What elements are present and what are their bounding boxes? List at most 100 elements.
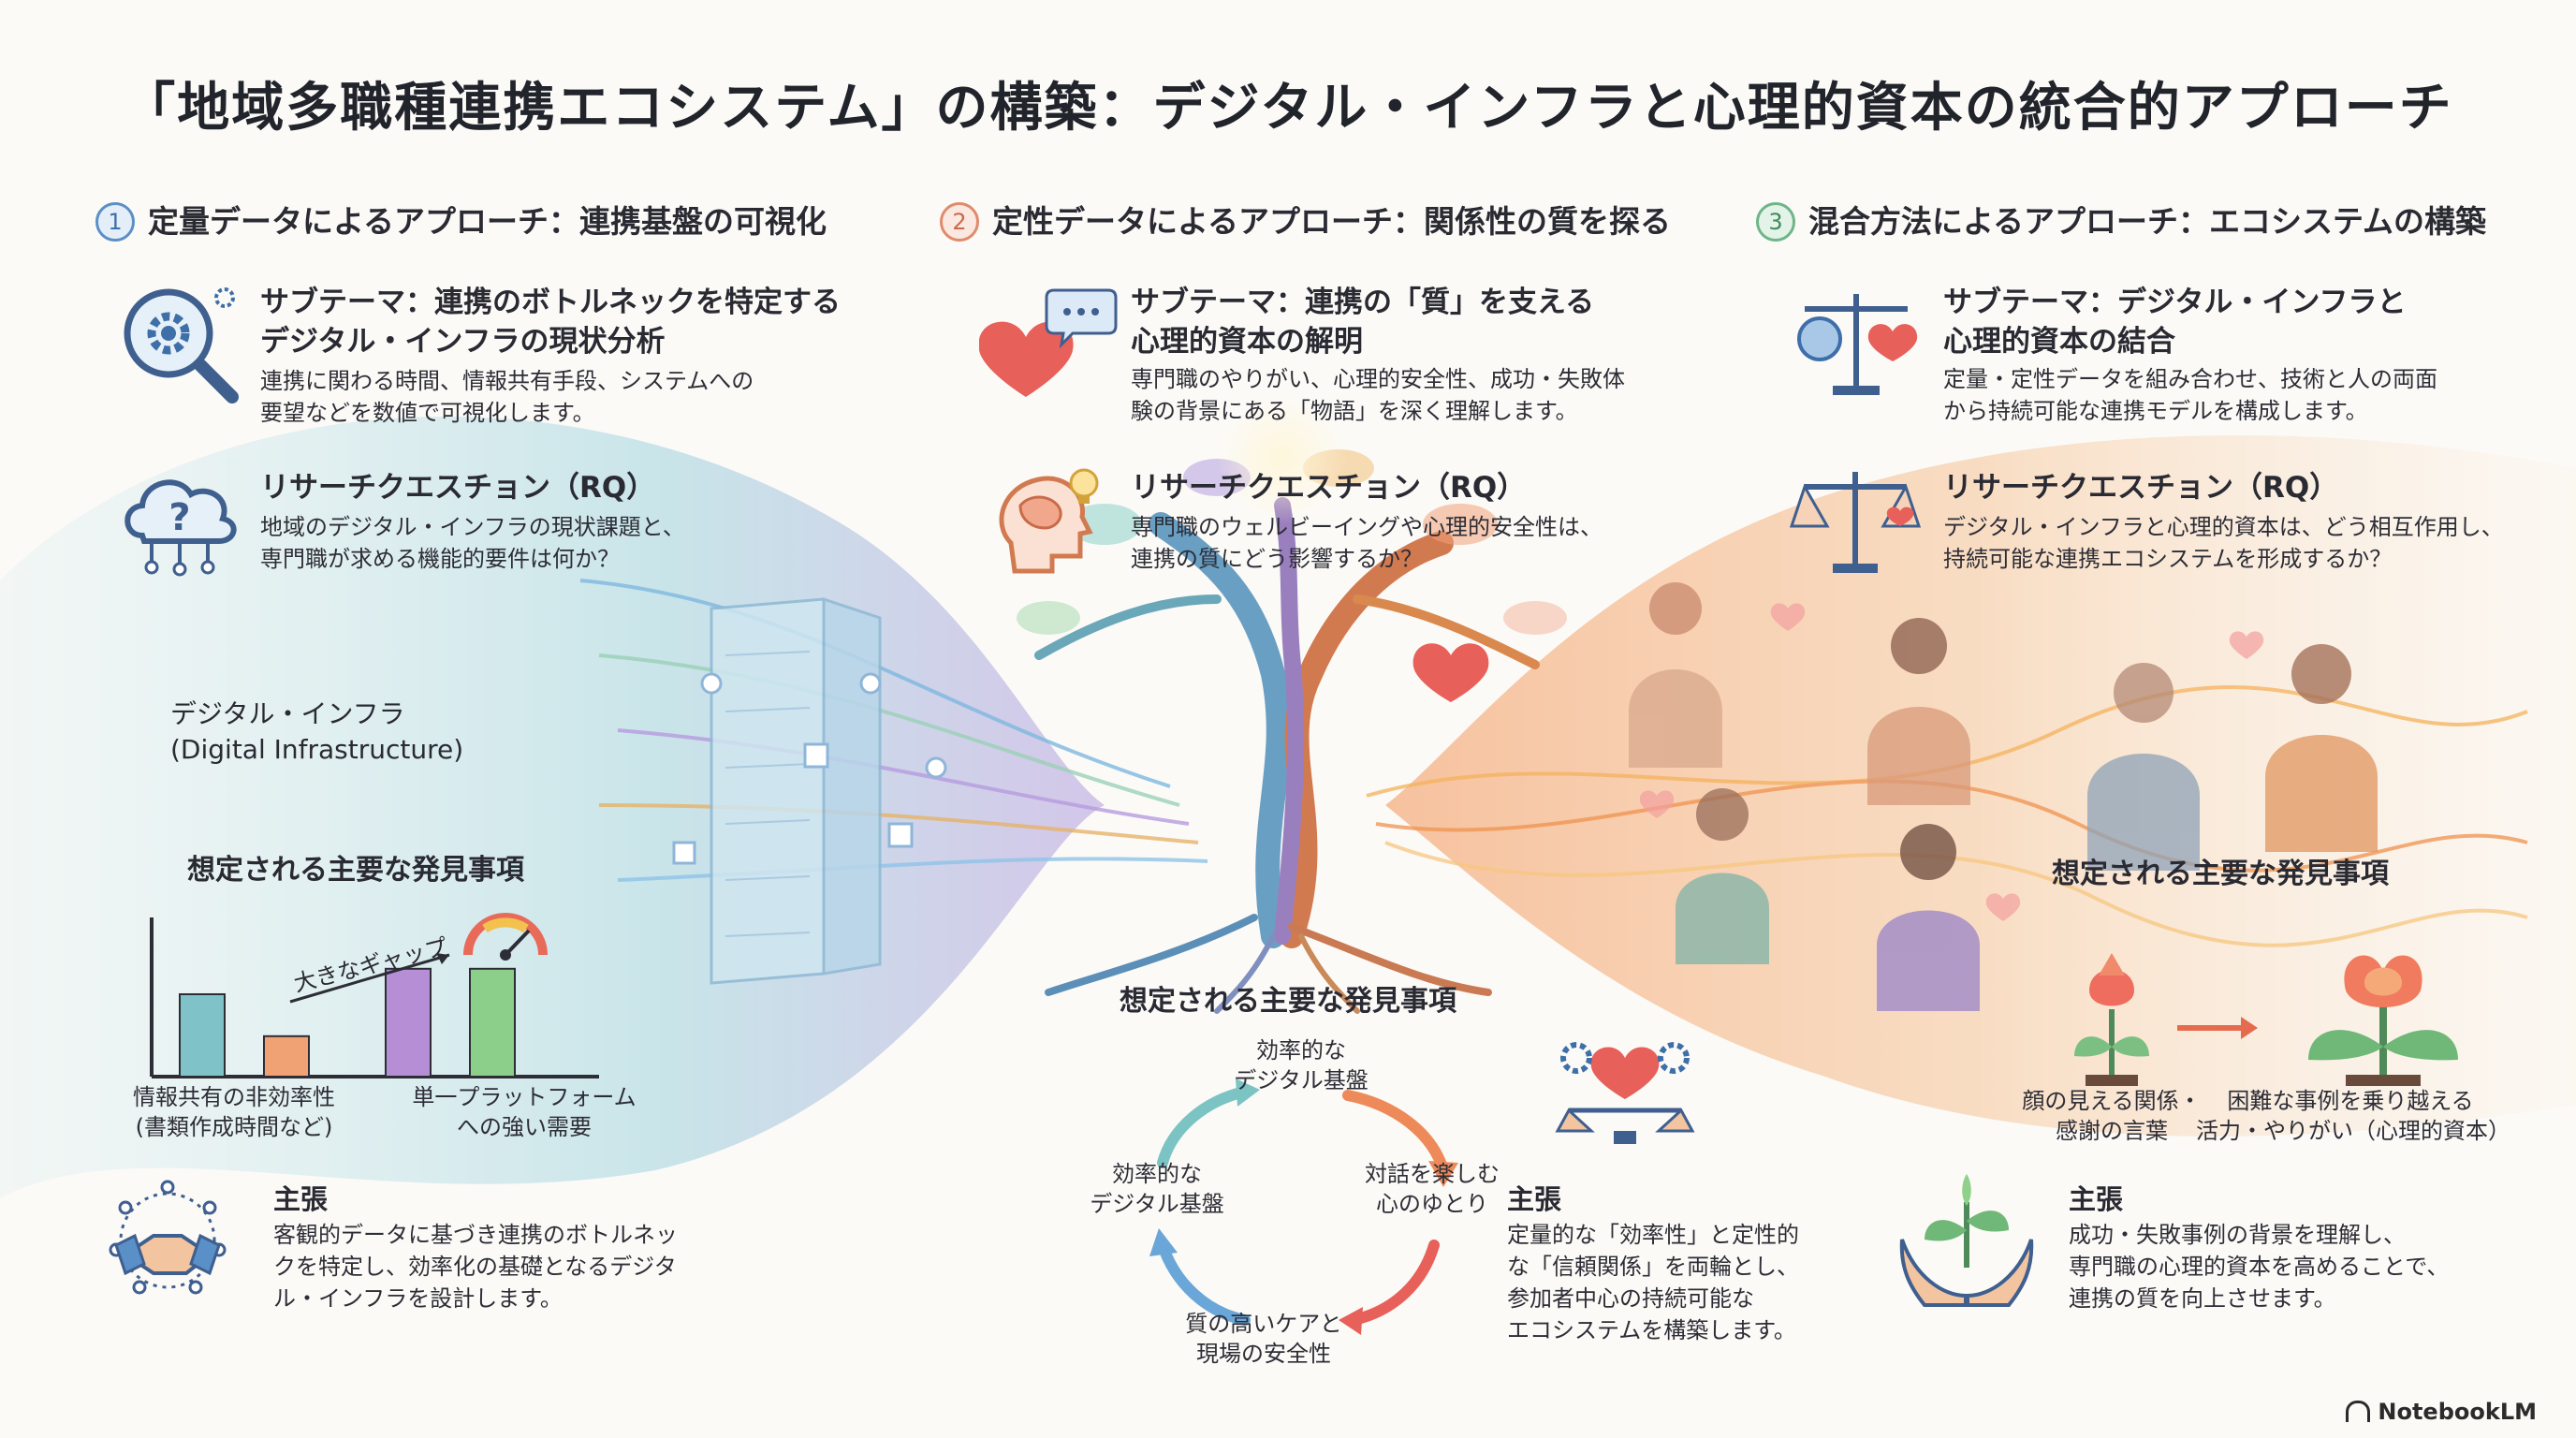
claim-line: 定量的な「効率性」と定性的 [1507, 1222, 1799, 1248]
section-2-rq-line: 専門職のウェルビーイングや心理的安全性は、 [1131, 514, 1603, 540]
cycle-arrow-head [1236, 1078, 1260, 1107]
gap-bar-chart [150, 913, 599, 1078]
section-1-claim-heading: 主張 [273, 1183, 329, 1215]
cycle-node-left: 効率的な デジタル基盤 [1054, 1159, 1260, 1219]
cycle-node-line: 現場の安全性 [1196, 1341, 1331, 1367]
cycle-node-line: 心のゆとり [1376, 1191, 1488, 1217]
section-1-rq-heading: リサーチクエスチョン（RQ） [260, 471, 656, 505]
cycle-diagram [1149, 1078, 1458, 1335]
section-2-body-line: 験の背景にある「物語」を深く理解します。 [1131, 398, 1578, 424]
section-3-rq-heading: リサーチクエスチョン（RQ） [1943, 471, 2339, 505]
bar-caption-line: (書類作成時間など) [135, 1114, 333, 1140]
section-2-rq-body: 専門職のウェルビーイングや心理的安全性は、 連携の質にどう影響するか？ [1131, 511, 1603, 575]
cloud-question-icon: ? [124, 479, 237, 577]
section-3-rq-line: デジタル・インフラと心理的資本は、どう相互作用し、 [1943, 514, 2504, 540]
section-3-rq-line: 持続可能な連携エコシステムを形成するか？ [1943, 546, 2393, 572]
bar-caption-line: 単一プラットフォーム [412, 1084, 637, 1110]
section-3-subtheme: サブテーマ：デジタル・インフラと 心理的資本の結合 [1943, 283, 2406, 361]
claim-line: な「信頼関係」を両輪とし、 [1507, 1254, 1799, 1280]
section-1-number: 1 [95, 202, 135, 242]
bar-0 [179, 993, 226, 1078]
balance-brain-heart-icon [1797, 294, 1918, 395]
section-2-claim-body: 定量的な「効率性」と定性的 な「信頼関係」を両輪とし、 参加者中心の持続可能な … [1507, 1219, 1799, 1346]
balance-heart-gears-icon [1555, 1042, 1695, 1144]
flower-growth-illustration [2074, 953, 2458, 1086]
hands-plant-icon [1899, 1174, 2034, 1307]
cycle-node-line: デジタル基盤 [1090, 1191, 1224, 1217]
section-2-heading-text: 定性データによるアプローチ：関係性の質を探る [992, 203, 1672, 240]
section-3-rq-body: デジタル・インフラと心理的資本は、どう相互作用し、 持続可能な連携エコシステムを… [1943, 511, 2504, 575]
balance-heart-icon [1790, 472, 1921, 573]
section-3-heading: 3 混合方法によるアプローチ：エコシステムの構築 [1756, 197, 2486, 242]
flower-caption-line: 感謝の言葉 [2056, 1118, 2168, 1144]
section-2-subtheme: サブテーマ：連携の「質」を支える 心理的資本の解明 [1131, 283, 1594, 361]
cycle-arrow-head [1149, 1228, 1178, 1256]
section-1-rq-line: 地域のデジタル・インフラの現状課題と、 [260, 514, 685, 540]
flower-caption-left: 顔の見える関係・ 感謝の言葉 [1990, 1086, 2233, 1146]
section-3-claim-body: 成功・失敗事例の背景を理解し、 専門職の心理的資本を高めることで、 連携の質を向… [2069, 1219, 2449, 1314]
claim-line: 参加者中心の持続可能な [1507, 1285, 1754, 1312]
bar-caption-line: 情報共有の非効率性 [133, 1084, 335, 1110]
gauge-icon [463, 913, 548, 961]
page-title: 「地域多職種連携エコシステム」の構築：デジタル・インフラと心理的資本の統合的アプ… [123, 78, 2453, 139]
section-2-body-line: 専門職のやりがい、心理的安全性、成功・失敗体 [1131, 366, 1625, 392]
small-flower-icon [2074, 953, 2149, 1086]
cycle-arrow-bottom-right [1348, 1240, 1440, 1326]
claim-line: クを特定し、効率化の基礎となるデジタ [273, 1254, 677, 1280]
magnifier-gear-icon [124, 287, 239, 404]
notebooklm-logo: NotebookLM [2346, 1399, 2537, 1425]
section-2-number: 2 [940, 202, 979, 242]
cycle-node-top: 効率的な デジタル基盤 [1198, 1035, 1404, 1095]
section-3-body-line: 定量・定性データを組み合わせ、技術と人の両面 [1943, 366, 2437, 392]
bar-caption-right: 単一プラットフォーム への強い需要 [393, 1082, 655, 1142]
cycle-node-bottom: 質の高いケアと 現場の安全性 [1161, 1309, 1367, 1369]
section-3-subtheme-line: サブテーマ：デジタル・インフラと [1943, 286, 2407, 319]
cycle-node-line: 効率的な [1112, 1161, 1202, 1187]
heart-chat-icon [979, 288, 1118, 397]
bar-2 [385, 967, 432, 1078]
cycle-arrow-top-left [1157, 1086, 1251, 1168]
section-1-body-line: 要望などを数値で可視化します。 [260, 400, 595, 426]
claim-line: 連携の質を向上させます。 [2069, 1285, 2336, 1312]
brand-text: NotebookLM [2378, 1399, 2537, 1425]
section-3-claim-heading: 主張 [2069, 1183, 2124, 1215]
flower-caption-line: 顔の見える関係・ [2022, 1088, 2202, 1114]
cycle-arrow-head [1339, 1307, 1363, 1335]
section-1-body-line: 連携に関わる時間、情報共有手段、システムへの [260, 368, 754, 394]
cycle-node-right: 対話を楽しむ 心のゆとり [1329, 1159, 1535, 1219]
bar-3 [469, 967, 516, 1078]
section-1-subtheme-body: 連携に関わる時間、情報共有手段、システムへの 要望などを数値で可視化します。 [260, 365, 754, 429]
svg-text:?: ? [168, 496, 190, 539]
brain-bulb-icon [999, 468, 1099, 574]
section-2-claim-heading: 主張 [1507, 1183, 1562, 1215]
cycle-node-line: 対話を楽しむ [1365, 1161, 1500, 1187]
infra-label-line: (Digital Infrastructure) [170, 734, 464, 765]
section-2-findings-heading: 想定される主要な発見事項 [1120, 985, 1456, 1018]
section-3-number: 3 [1756, 202, 1795, 242]
section-1-subtheme: サブテーマ：連携のボトルネックを特定する デジタル・インフラの現状分析 [260, 283, 841, 361]
section-1-findings-heading: 想定される主要な発見事項 [187, 854, 524, 887]
cycle-arrow-bottom-left [1157, 1240, 1251, 1326]
section-1-heading: 1 定量データによるアプローチ：連携基盤の可視化 [95, 197, 827, 242]
section-2-subtheme-line: サブテーマ：連携の「質」を支える [1131, 286, 1595, 319]
section-2-subtheme-body: 専門職のやりがい、心理的安全性、成功・失敗体 験の背景にある「物語」を深く理解し… [1131, 363, 1625, 427]
section-1-rq-line: 専門職が求める機能的要件は何か？ [260, 546, 620, 572]
section-3-body-line: から持続可能な連携モデルを構成します。 [1943, 398, 2368, 424]
claim-line: エコシステムを構築します。 [1507, 1317, 1796, 1343]
cycle-node-line: デジタル基盤 [1234, 1067, 1368, 1093]
gap-arrow-head [436, 953, 449, 964]
growth-arrow [2177, 1017, 2258, 1039]
cycle-arrow-head [1428, 1161, 1458, 1187]
section-2-subtheme-line: 心理的資本の解明 [1131, 325, 1363, 359]
section-3-findings-heading: 想定される主要な発見事項 [2052, 858, 2389, 890]
section-1-heading-text: 定量データによるアプローチ：連携基盤の可視化 [148, 203, 827, 240]
large-flower-icon [2308, 955, 2458, 1086]
claim-line: 成功・失敗事例の背景を理解し、 [2069, 1222, 2406, 1248]
claim-line: 専門職の心理的資本を高めることで、 [2069, 1254, 2450, 1280]
section-3-heading-text: 混合方法によるアプローチ：エコシステムの構築 [1808, 203, 2487, 240]
section-3-subtheme-body: 定量・定性データを組み合わせ、技術と人の両面 から持続可能な連携モデルを構成しま… [1943, 363, 2437, 427]
infra-label-line: デジタル・インフラ [170, 698, 405, 729]
bar-caption-line: への強い需要 [457, 1114, 592, 1140]
bar-caption-left: 情報共有の非効率性 (書類作成時間など) [112, 1082, 356, 1142]
